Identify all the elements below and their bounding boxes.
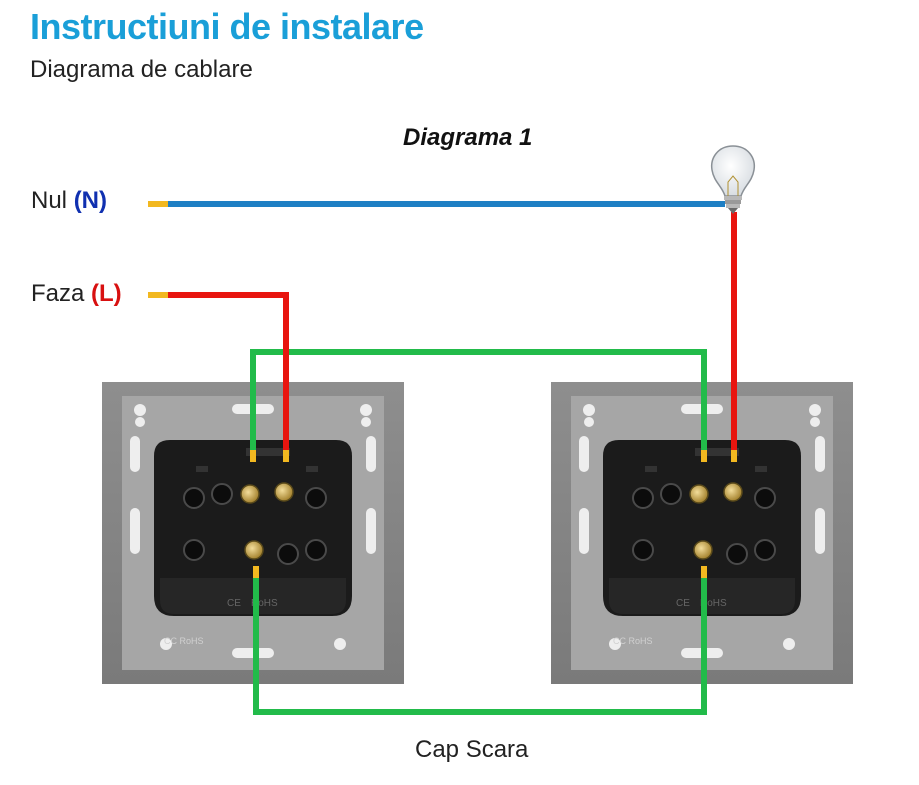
neutral-label: Nul (N) [31,187,107,215]
page-title: Instructiuni de instalare [30,6,424,47]
light-bulb-icon [710,145,756,214]
phase-wire [166,292,289,460]
traveller-wire-bottom [253,568,707,715]
traveller-wire-top [250,349,707,460]
diagram-caption: Cap Scara [415,736,529,763]
phase-label: Faza (L) [31,280,122,308]
neutral-code: (N) [73,187,108,214]
diagram-title: Diagrama 1 [403,124,533,151]
phase-wire-end [148,292,168,298]
phase-code: (L) [91,280,122,307]
page-subtitle: Diagrama de cablare [30,56,253,83]
phase-label-text: Faza [31,280,85,307]
neutral-label-text: Nul [31,187,68,214]
neutral-wire-end [148,201,168,207]
